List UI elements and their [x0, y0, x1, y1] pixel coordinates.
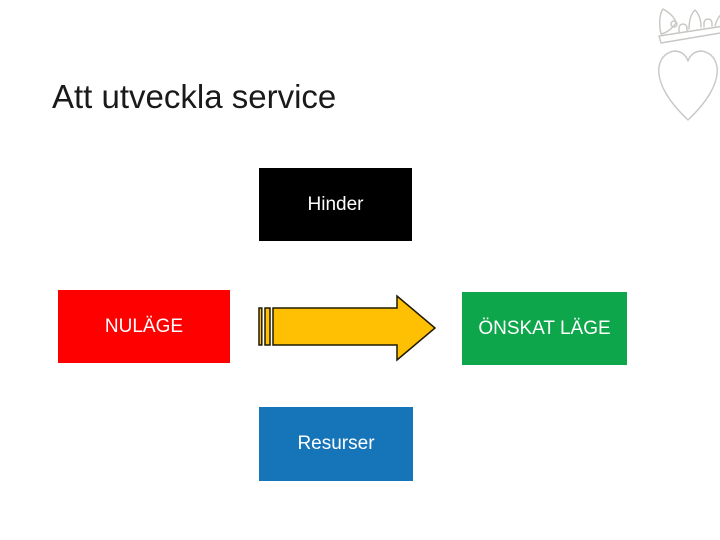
arrow-body [272, 294, 437, 362]
hinder-label: Hinder [307, 193, 364, 215]
crown-middle-peak-shape [688, 9, 702, 30]
crown-left-spike-shape [658, 8, 677, 35]
nulage-box: NULÄGE [58, 290, 230, 363]
crown-heart-logo-strokes [658, 8, 720, 121]
crown-merlon-right-shape [703, 18, 713, 28]
crown-right-spike-shape [714, 14, 720, 27]
onskat-lage-box: ÖNSKAT LÄGE [462, 292, 627, 365]
slide-title: Att utveckla service [52, 78, 337, 115]
crown-merlon-left-shape [678, 23, 688, 33]
crown-heart-logo [658, 8, 720, 121]
resurser-label: Resurser [297, 433, 375, 454]
hinder-box: Hinder [259, 168, 412, 241]
striped-right-arrow [258, 294, 437, 362]
resurser-box: Resurser [259, 407, 413, 481]
nulage-label: NULÄGE [104, 315, 184, 337]
striped-right-arrow-shapes [258, 294, 437, 362]
arrow-stripe-1 [258, 307, 263, 346]
arrow-stripe-2 [264, 307, 271, 346]
crown-left-curl-shape [670, 20, 678, 28]
heart-shape [658, 50, 718, 121]
onskat-lage-label: ÖNSKAT LÄGE [478, 317, 611, 339]
